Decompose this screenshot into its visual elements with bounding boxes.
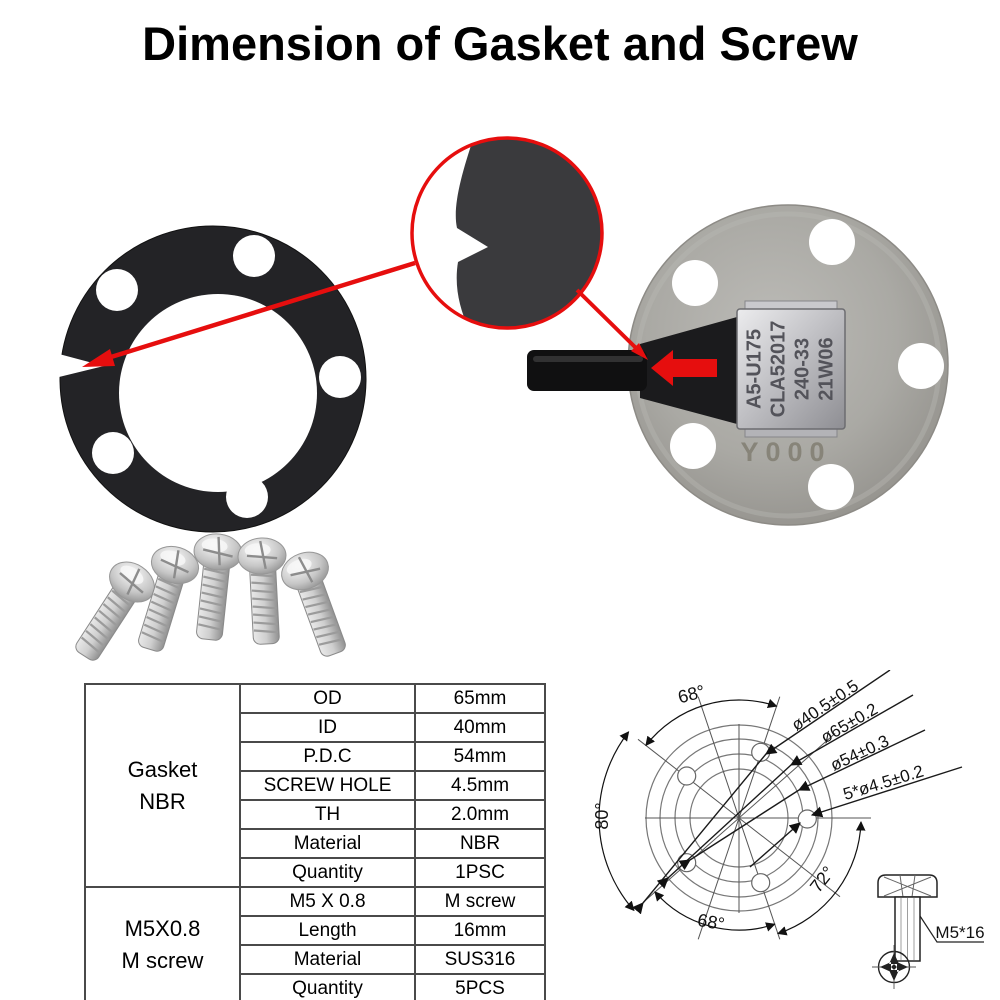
red-arrowhead-cable (631, 343, 648, 360)
table-row: SCREW HOLE 4.5mm (85, 770, 546, 801)
screw-top-view (872, 945, 916, 989)
table-row: Length 16mm (85, 915, 546, 946)
label-plate: A5-U175 CLA52017 240-33 21W06 (736, 300, 846, 438)
dimension-drawing: ø40.5±0.5 ø65±0.2 ø54±0.3 5*ø4.5±0.2 68°… (592, 670, 985, 989)
table-row: Material SUS316 (85, 944, 546, 975)
flange-stamp: Y000 (740, 437, 831, 467)
screw-section-header: M5X0.8 M screw (84, 886, 241, 1000)
angle-arcs (598, 698, 866, 936)
spec-table: Gasket NBR OD 65mm ID 40mm P.D.C 54mm SC… (84, 683, 546, 1000)
gasket-section-header: Gasket NBR (84, 683, 241, 888)
table-row: ID 40mm (85, 712, 546, 743)
angle-label-bottom: 68° (696, 910, 726, 934)
page-title: Dimension of Gasket and Screw (142, 17, 858, 70)
screw-size-label: M5*16 (935, 923, 984, 942)
plate-line-2: CLA52017 (767, 321, 789, 418)
gasket-photo (59, 225, 367, 533)
red-arrowhead-gasket (82, 349, 115, 367)
table-row: Quantity 1PSC (85, 857, 546, 888)
gasket-screw-holes (92, 235, 361, 518)
gasket-inner-hole (119, 294, 317, 492)
plate-line-3: 240-33 (791, 338, 813, 400)
gasket-notch (59, 354, 104, 377)
table-row: P.D.C 54mm (85, 741, 546, 772)
angle-label-top: 68° (676, 681, 707, 707)
screw-leader-line (919, 915, 984, 943)
table-row: Material NBR (85, 828, 546, 859)
plate-line-1: A5-U175 (743, 329, 765, 409)
magnifier-circle (410, 136, 604, 330)
red-arrow-to-gasket-notch (110, 260, 416, 360)
dim-label-holes: 5*ø4.5±0.2 (841, 762, 926, 804)
table-row: Quantity 5PCS (85, 973, 546, 1000)
flange-screw-holes (670, 219, 944, 510)
table-row: Gasket NBR OD 65mm (84, 683, 546, 888)
screw-side-view: M5*16 (877, 874, 985, 962)
annotation-arrows (82, 260, 717, 386)
red-arrow-to-cable (575, 288, 638, 350)
angle-label-left: 80° (592, 802, 612, 829)
screws-photo (75, 533, 346, 661)
dimension-lines (632, 670, 963, 915)
plate-text: A5-U175 CLA52017 240-33 21W06 (743, 321, 837, 418)
table-row: M5X0.8 M screw M5 X 0.8 M screw (84, 886, 546, 1000)
table-row: TH 2.0mm (85, 799, 546, 830)
red-block-arrow (651, 350, 717, 386)
plate-line-4: 21W06 (815, 337, 837, 400)
